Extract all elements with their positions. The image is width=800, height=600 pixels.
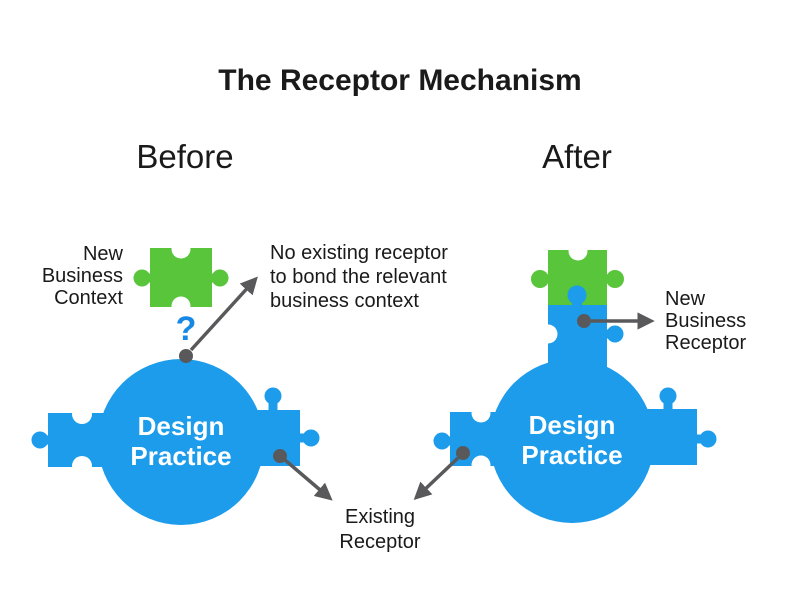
dot-existing-receptor-left [273,449,287,463]
design-practice-circle-before [98,359,264,525]
arrow-existing-receptor-left [283,458,333,501]
design-practice-circle-after [490,359,654,523]
before-column-label: Before [136,138,234,175]
new-business-context-label: New Business Context [41,243,123,309]
annotation-arrows [179,276,655,501]
arrow-existing-receptor-right [413,456,460,501]
design-practice-label-before: Design Practice [130,411,232,471]
dot-existing-receptor-right [456,446,470,460]
dot-new-receptor [577,314,591,328]
question-mark: ? [175,310,197,348]
design-practice-blob-before [31,359,320,525]
dot-missing-receptor [179,349,193,363]
new-business-receptor-label: New Business Receptor [665,288,747,354]
slide-title: The Receptor Mechanism [218,64,582,97]
puzzle-notches-after [471,241,588,475]
receptor-bond-tab [567,285,587,309]
right-receptor-after [645,409,697,465]
puzzle-notches-before [72,239,191,476]
arrow-missing-receptor [189,276,258,352]
design-practice-label-after: Design Practice [521,410,623,470]
after-column-label: After [542,138,612,175]
design-practice-blob-after [433,305,717,523]
no-receptor-annotation: No existing receptor to bond the relevan… [270,242,448,312]
existing-receptor-label: Existing Receptor [339,506,421,553]
new-business-receptor-shape [548,305,607,375]
